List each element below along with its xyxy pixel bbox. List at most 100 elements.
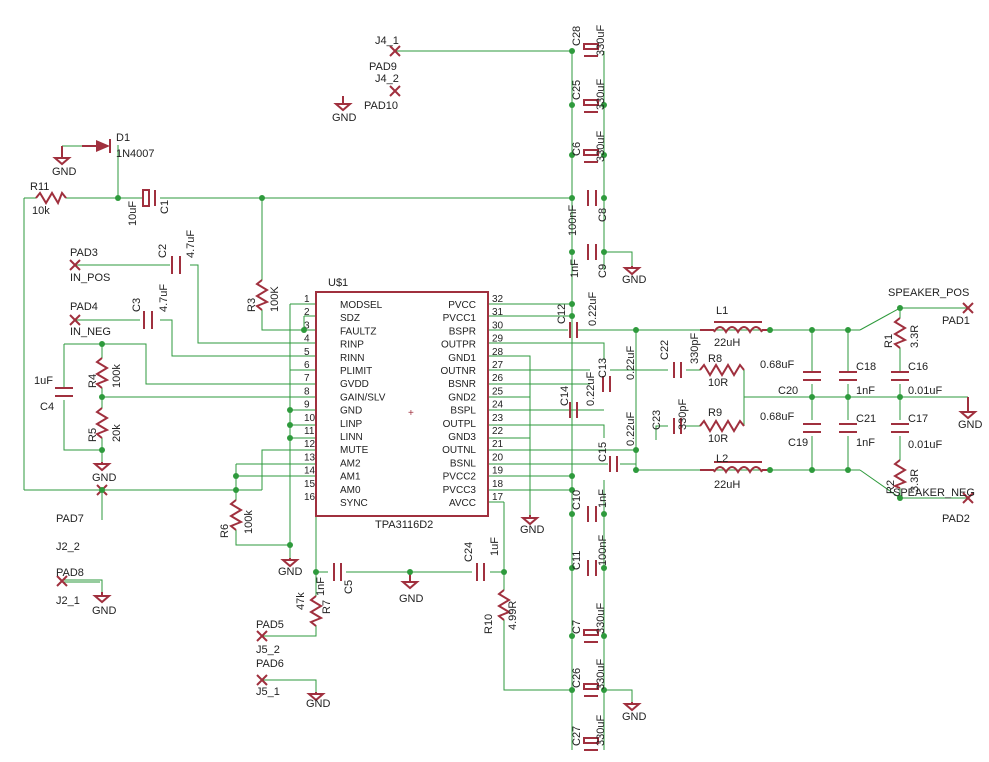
label-c11v: 100nF (597, 535, 609, 566)
label-c4: C4 (40, 401, 54, 413)
label-l1v: 22uH (714, 337, 740, 349)
label-pad6: PAD6 (256, 658, 284, 670)
ic-pin-number: 27 (492, 360, 504, 371)
capacitor-c21 (839, 423, 857, 433)
label-l2v: 22uH (714, 479, 740, 491)
label-c1v: 10uF (127, 201, 139, 226)
capacitor-c8 (587, 190, 597, 206)
gnd-symbol-c9 (622, 266, 642, 276)
label-r6v: 100k (243, 510, 255, 534)
ic-pin-number: 5 (304, 347, 310, 358)
label-c24: C24 (463, 542, 475, 562)
label-r8v: 10R (708, 377, 728, 389)
ic-pin-name: FAULTZ (340, 326, 376, 337)
ic-pin-name: GND2 (448, 392, 476, 403)
ic-pin-name: SYNC (340, 498, 368, 509)
label-gnd-j5: GND (306, 698, 331, 710)
ic-pin-name: GND (340, 406, 362, 417)
capacitor-c1 (142, 189, 156, 207)
label-r3: R3 (246, 298, 258, 312)
pad8-marker (56, 575, 68, 587)
ic-pin-number: 29 (492, 334, 504, 345)
capacitor-c11 (587, 560, 597, 576)
label-c9: C9 (597, 264, 609, 278)
label-c15v: 0.22uF (625, 411, 637, 446)
ic-pin-number: 10 (304, 413, 316, 424)
resistor-r1 (893, 317, 908, 349)
ic-pin-number: 18 (492, 479, 504, 490)
label-r3v: 100K (269, 286, 281, 312)
label-c22: C22 (659, 340, 671, 360)
label-r10v: 4.99R (507, 601, 519, 630)
ic-pin-number: 3 (304, 320, 310, 331)
ic-pin-number: 31 (492, 307, 504, 318)
ic-pin-name: AM1 (340, 472, 361, 483)
label-gnd-c9: GND (622, 274, 647, 286)
label-gnd-u1: GND (278, 566, 303, 578)
label-c16: C16 (908, 361, 928, 373)
ic-pin-name: GAIN/SLV (340, 392, 386, 403)
ic-pin-name: LINP (340, 419, 363, 430)
capacitor-c4 (55, 387, 73, 397)
label-j5-1: J5_1 (256, 686, 280, 698)
label-r1: R1 (883, 334, 895, 348)
label-c17v: 0.01uF (908, 439, 943, 451)
label-c6: C6 (571, 142, 583, 156)
ic-pin-number: 1 (304, 294, 310, 305)
label-c3: C3 (131, 298, 143, 312)
label-c18v1: 0.68uF (760, 359, 795, 371)
label-r2: R2 (885, 480, 897, 494)
label-pad3: PAD3 (70, 247, 98, 259)
ic-pin-number: 8 (304, 386, 310, 397)
resistor-r10 (497, 589, 512, 621)
label-r11v: 10k (32, 205, 50, 217)
ic-pin-name: GND1 (448, 353, 476, 364)
ic-right-pins: 32PVCC31PVCC130BSPR29OUTPR28GND127OUTNR2… (440, 294, 503, 509)
capacitor-c12 (569, 322, 578, 338)
ic-pin-number: 26 (492, 373, 504, 384)
label-c19: C19 (788, 437, 808, 449)
label-c25: C25 (571, 80, 583, 100)
label-r4v: 100k (111, 364, 123, 388)
ic-pin-number: 9 (304, 400, 310, 411)
ic-left-pins: 1MODSEL2SDZ3FAULTZ4RINP5RINN6PLIMIT7GVDD… (304, 294, 386, 509)
label-r5v: 20k (111, 424, 123, 442)
label-c20: C20 (778, 385, 798, 397)
label-j4-1: J4_1 (375, 35, 399, 47)
label-c18v2: 1nF (856, 385, 875, 397)
label-c19v1: 0.68uF (760, 411, 795, 423)
ic-pin-name: PLIMIT (340, 366, 372, 377)
label-c23v: 330pF (677, 399, 689, 430)
capacitor-c13 (602, 376, 611, 392)
label-r9v: 10R (708, 433, 728, 445)
pad3-marker (69, 259, 81, 271)
label-c26: C26 (571, 668, 583, 688)
capacitor-c2 (171, 256, 181, 274)
label-r9: R9 (708, 407, 722, 419)
ic-pin-name: BSPL (450, 406, 476, 417)
label-c24v: 1uF (489, 537, 501, 556)
label-r7: R7 (321, 600, 333, 614)
ic-pin-name: MUTE (340, 445, 369, 456)
label-j5-2: J5_2 (256, 644, 280, 656)
label-c16v: 0.01uF (908, 385, 943, 397)
ic-pin-number: 13 (304, 452, 316, 463)
pad9-marker (389, 45, 401, 57)
label-gnd-j2: GND (92, 605, 117, 617)
label-pad5: PAD5 (256, 619, 284, 631)
label-pad10: PAD10 (364, 100, 398, 112)
capacitor-c25 (583, 99, 599, 113)
ground-symbols (52, 96, 978, 712)
ic-tpa3116d2: + U$1 TPA3116D2 1MODSEL2SDZ3FAULTZ4RINP5… (304, 277, 504, 531)
junctions (99, 48, 903, 693)
gnd-symbol-out (958, 397, 978, 420)
label-j4-2: J4_2 (375, 73, 399, 85)
label-c7: C7 (571, 620, 583, 634)
label-r1v: 3.3R (909, 325, 921, 348)
capacitor-c10 (587, 506, 597, 522)
label-pad8: PAD8 (56, 567, 84, 579)
label-r10: R10 (483, 614, 495, 634)
label-c25v: 330uF (595, 79, 607, 110)
capacitor-c9 (587, 244, 597, 260)
pad-markers (56, 45, 974, 686)
